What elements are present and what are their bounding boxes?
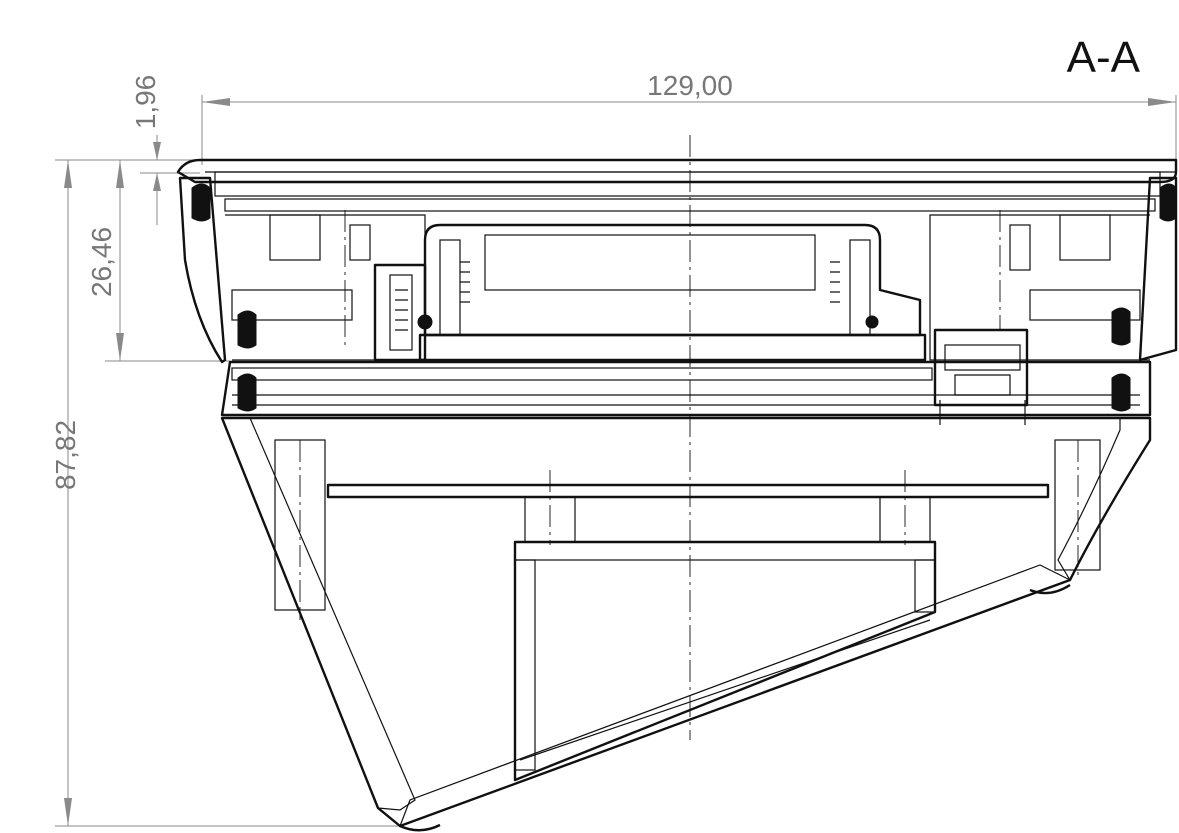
dimension-width-label: 129,00	[647, 70, 733, 101]
section-title: A-A	[1067, 33, 1141, 82]
lower-housing	[220, 416, 1152, 832]
dimension-upper-height: 26,46	[86, 159, 230, 362]
dimension-width: 129,00	[201, 70, 1177, 165]
seals	[191, 183, 1177, 412]
dimension-total-height: 87,82	[50, 159, 400, 827]
connector-block	[933, 328, 1029, 425]
centerlines	[299, 135, 1079, 740]
middle-plate	[220, 333, 1152, 417]
valve-insert	[373, 263, 427, 362]
dimension-lid-thickness: 1,96	[130, 75, 200, 225]
dimension-lid-thickness-label: 1,96	[130, 75, 161, 130]
lid-plate	[176, 158, 1178, 212]
central-cup	[423, 223, 922, 337]
dimension-total-height-label: 87,82	[50, 420, 81, 490]
upper-housing	[178, 176, 1178, 364]
dimension-upper-height-label: 26,46	[86, 227, 117, 297]
